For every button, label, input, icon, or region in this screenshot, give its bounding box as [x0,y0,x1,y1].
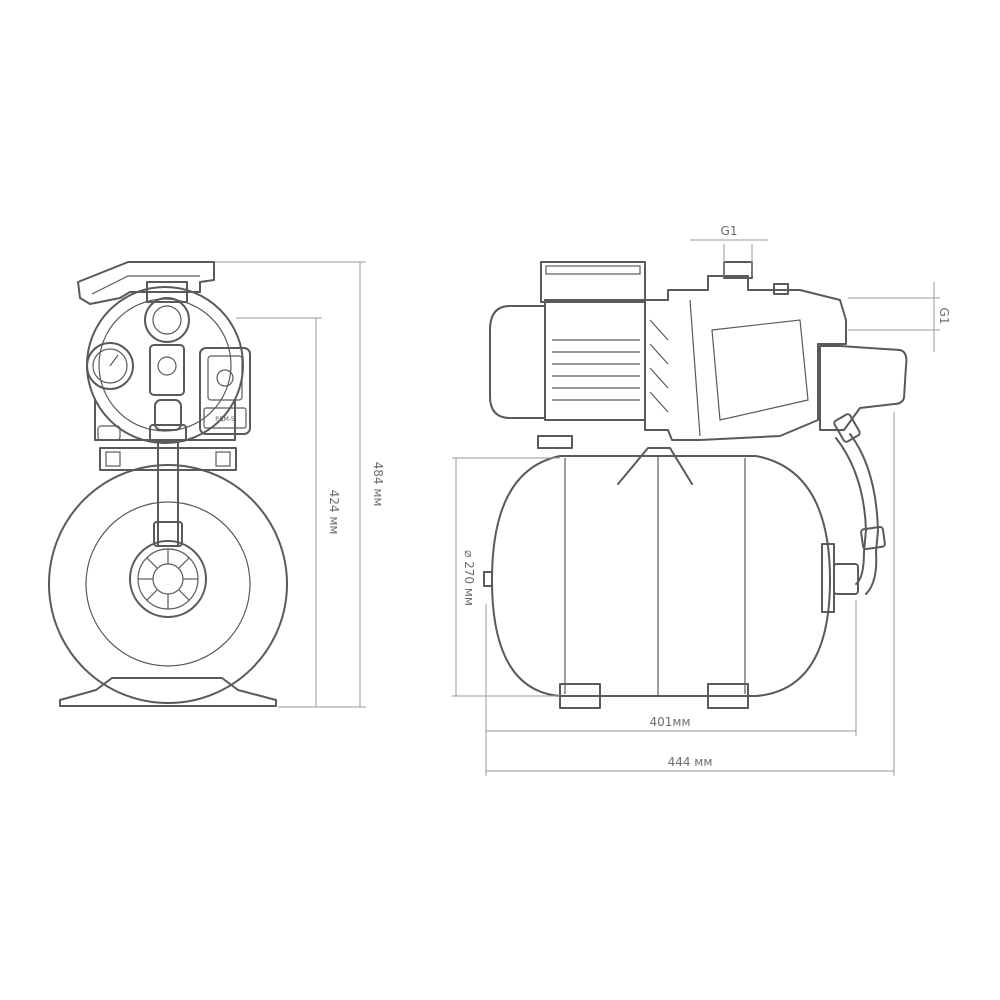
tank-flange [129,540,207,618]
tank-front-outer [48,464,288,704]
mount-bolt-left [105,451,121,467]
pump-housing [644,275,847,441]
hose-fitting-lower [153,521,183,547]
tank-foot-right [707,683,749,709]
pressure-gauge [86,342,134,390]
flange-ribs [138,549,198,609]
motor-end-cap [489,305,546,419]
mount-plate [99,447,237,471]
dim-label-tank-length: 401мм [649,715,690,729]
motor-foot [537,435,573,449]
gauge-needle [109,354,119,367]
mount-bolt-right [215,451,231,467]
pump-mount-legs [617,447,693,485]
pressure-switch-plate [203,407,247,429]
front-center-column [149,344,185,396]
handle-inner-line [91,275,200,295]
side-dimensions: G1 G1 ⌀ 270 мм 401мм 444 мм [452,224,951,776]
front-outlet-nut [149,424,187,442]
terminal-box-label-strip [545,265,641,275]
front-base-stand [59,677,277,707]
front-logo-badge [97,425,121,441]
side-hose [835,433,879,553]
dim-label-total-length: 444 мм [668,755,713,769]
dim-label-pump-height: 424 мм [327,490,341,535]
front-inlet-inner [152,305,182,335]
pressure-switch-label: РДМ-5 [215,416,235,423]
front-view: РДМ-5 [48,261,288,707]
side-hose-top-fitting [833,413,861,443]
pressure-gauge-dial [92,348,128,384]
front-dimensions: 484 мм 424 мм [215,261,385,708]
pressure-switch-cover [207,355,243,401]
tank-air-valve [483,571,493,587]
logo-mark [157,356,177,376]
terminal-box [540,261,646,303]
pump-housing-fins [649,319,669,413]
pressure-switch-knob [216,369,234,387]
front-inlet-ring [144,297,190,343]
front-inlet-port [146,281,188,303]
pump-handle [77,261,215,305]
side-pressure-switch [819,345,908,431]
motor-cooling-fins [552,339,640,401]
tank-flange-hub [152,563,184,595]
side-view [483,261,908,709]
pump-housing-contour [689,299,809,437]
dim-label-tank-diameter: ⌀ 270 мм [462,550,476,606]
front-hose [157,439,179,546]
side-hose-elbow [855,551,878,595]
dim-label-g1-inlet: G1 [721,224,738,238]
tank-front-inner-ring [85,501,251,667]
front-outlet-fitting [154,399,182,431]
side-plug [773,283,789,295]
side-hose-fitting [860,525,886,551]
motor-body [544,299,646,421]
pump-front-inner [98,298,232,432]
dim-label-total-height: 484 мм [371,462,385,507]
dim-label-g1-outlet: G1 [937,308,951,325]
pressure-switch [199,347,251,435]
tank-flange-nut [833,563,859,595]
tank-side-body [491,455,831,697]
